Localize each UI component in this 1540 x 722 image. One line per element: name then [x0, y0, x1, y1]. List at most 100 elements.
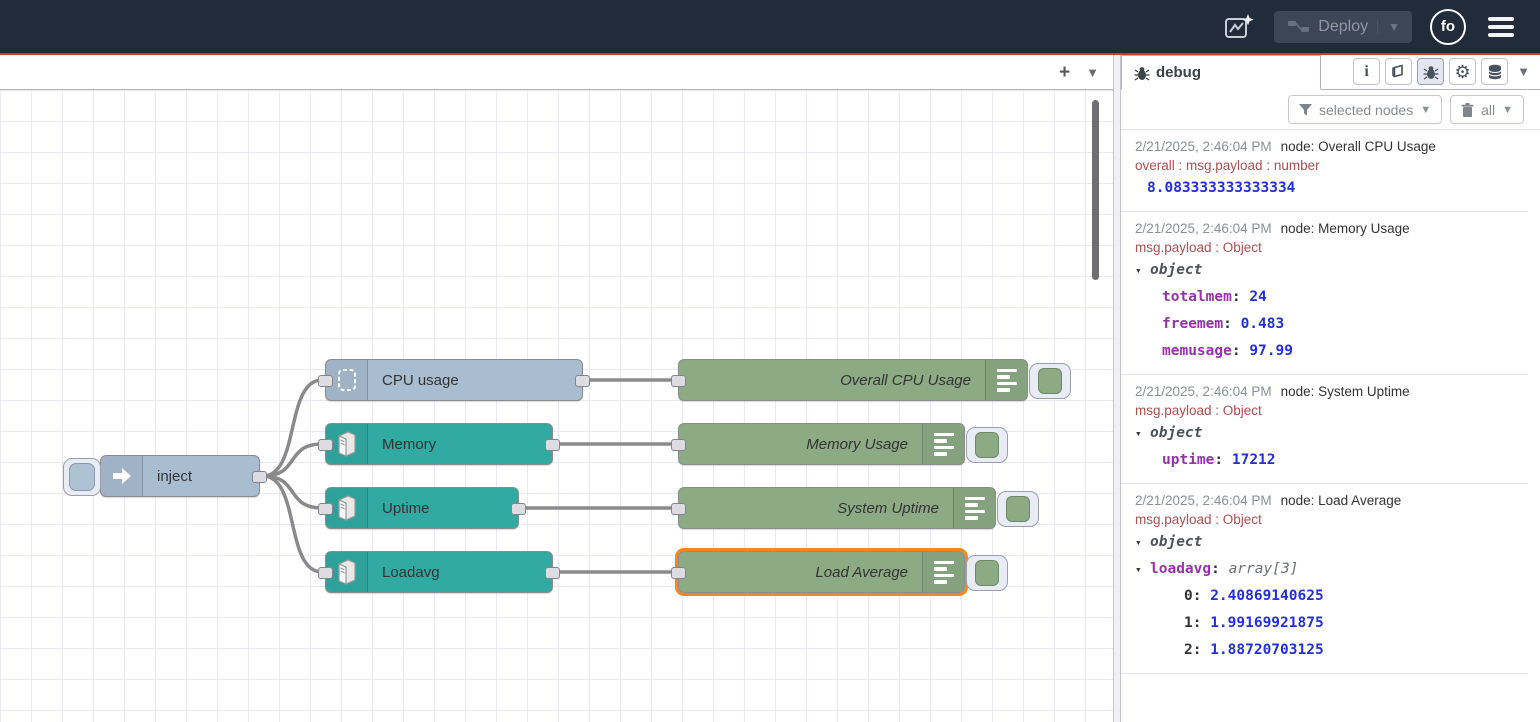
collapse-caret-icon[interactable]: ▾ — [1135, 420, 1150, 447]
debug-key: totalmem — [1162, 289, 1232, 305]
debug-icon-area — [922, 424, 964, 464]
main-menu-button[interactable] — [1484, 13, 1518, 41]
debug-row: ▾object — [1135, 257, 1526, 284]
flow-list-caret-icon[interactable]: ▼ — [1086, 65, 1099, 80]
sidebar-resizer[interactable] — [1113, 55, 1121, 722]
node-label: System Uptime — [679, 500, 995, 517]
inject-trigger-button[interactable] — [63, 458, 101, 496]
flow-canvas[interactable]: inject CPU usage — [0, 90, 1113, 722]
debug-toggle-button[interactable] — [1029, 363, 1071, 399]
debug-toggle-button[interactable] — [997, 491, 1039, 527]
deploy-caret-icon[interactable]: ▼ — [1377, 20, 1400, 34]
deploy-label: Deploy — [1318, 18, 1368, 36]
tab-debug[interactable]: debug — [1121, 55, 1321, 90]
inject-icon-area — [101, 456, 143, 496]
debug-message-list[interactable]: 2/21/2025, 2:46:04 PMnode: Overall CPU U… — [1121, 130, 1540, 722]
node-memory-usage[interactable]: Memory Usage — [678, 423, 965, 465]
canvas-vertical-scrollbar[interactable] — [1092, 100, 1099, 280]
wire[interactable] — [263, 476, 322, 508]
debug-filter-row: selected nodes ▼ all ▼ — [1121, 90, 1540, 130]
sidebar-menu-caret-icon[interactable]: ▼ — [1517, 64, 1530, 79]
debug-output-icon — [997, 369, 1017, 392]
inject-arrow-icon — [111, 466, 133, 486]
deploy-button[interactable]: Deploy ▼ — [1274, 11, 1412, 43]
debug-toggle-button[interactable] — [966, 427, 1008, 463]
debug-key: uptime — [1162, 452, 1214, 468]
deploy-flow-icon — [1288, 19, 1309, 34]
debug-output-icon — [965, 497, 985, 520]
clear-caret-icon: ▼ — [1502, 104, 1513, 116]
input-port[interactable] — [671, 375, 686, 387]
collapse-caret-icon[interactable]: ▾ — [1135, 529, 1150, 556]
collapse-caret-icon[interactable]: ▾ — [1135, 257, 1150, 284]
debug-source-node: node: System Uptime — [1281, 382, 1410, 401]
info-icon: i — [1364, 63, 1368, 81]
gear-icon: ⚙ — [1455, 63, 1471, 81]
add-flow-button[interactable]: + — [1059, 63, 1070, 82]
output-port[interactable] — [545, 439, 560, 451]
debug-row: ▾object — [1135, 420, 1526, 447]
debug-row: ▾loadavg: array[3] — [1135, 556, 1526, 583]
context-tab-button[interactable] — [1481, 58, 1508, 85]
node-system-uptime[interactable]: System Uptime — [678, 487, 996, 529]
user-avatar[interactable]: fo — [1430, 9, 1466, 45]
input-port[interactable] — [318, 503, 333, 515]
collapse-caret-icon[interactable]: ▾ — [1135, 556, 1150, 583]
info-tab-button[interactable]: i — [1353, 58, 1380, 85]
debug-value: 2.40869140625 — [1210, 588, 1324, 604]
sidebar-tabstrip: debug i — [1121, 55, 1540, 90]
debug-icon-area — [953, 488, 995, 528]
debug-output-icon — [934, 433, 954, 456]
debug-key: 0 — [1184, 588, 1193, 604]
input-port[interactable] — [318, 375, 333, 387]
wires-layer[interactable] — [0, 90, 1113, 722]
debug-row: 8.083333333333334 — [1135, 175, 1526, 202]
debug-row: totalmem: 24 — [1135, 284, 1526, 311]
wire[interactable] — [263, 444, 322, 476]
input-port[interactable] — [671, 503, 686, 515]
debug-tab-button[interactable] — [1417, 58, 1444, 85]
filter-nodes-button[interactable]: selected nodes ▼ — [1288, 95, 1442, 124]
output-port[interactable] — [545, 567, 560, 579]
debug-timestamp: 2/21/2025, 2:46:04 PM — [1135, 491, 1272, 510]
node-loadavg[interactable]: Loadavg — [325, 551, 553, 593]
input-port[interactable] — [318, 439, 333, 451]
flow-sparkle-icon — [1224, 13, 1254, 41]
node-load-average[interactable]: Load Average — [678, 551, 965, 593]
output-port[interactable] — [575, 375, 590, 387]
debug-message[interactable]: 2/21/2025, 2:46:04 PM node: System Uptime… — [1121, 375, 1528, 484]
debug-source-node: node: Memory Usage — [1281, 219, 1410, 238]
debug-timestamp: 2/21/2025, 2:46:04 PM — [1135, 382, 1272, 401]
flow-tabstrip: + ▼ — [0, 55, 1113, 90]
clear-messages-button[interactable]: all ▼ — [1450, 95, 1524, 124]
debug-value: 17212 — [1232, 452, 1276, 468]
header-bar: Deploy ▼ fo — [0, 0, 1540, 53]
debug-message[interactable]: 2/21/2025, 2:46:04 PMnode: Load Averagem… — [1121, 484, 1528, 674]
debug-value: 0.483 — [1241, 316, 1285, 332]
input-port[interactable] — [671, 439, 686, 451]
ai-assistant-button[interactable] — [1222, 11, 1256, 43]
debug-row: 1: 1.99169921875 — [1135, 610, 1526, 637]
debug-property-path: msg.payload : Object — [1135, 238, 1526, 257]
node-overall-cpu-usage[interactable]: Overall CPU Usage — [678, 359, 1028, 401]
help-tab-button[interactable] — [1385, 58, 1412, 85]
debug-message[interactable]: 2/21/2025, 2:46:04 PM node: Memory Usagem… — [1121, 212, 1528, 375]
node-inject[interactable]: inject — [100, 455, 260, 497]
output-port[interactable] — [511, 503, 526, 515]
debug-toggle-button[interactable] — [966, 555, 1008, 591]
debug-row: uptime: 17212 — [1135, 447, 1526, 474]
debug-value: 1.88720703125 — [1210, 642, 1324, 658]
debug-row: 2: 1.88720703125 — [1135, 637, 1526, 664]
output-port[interactable] — [252, 471, 267, 483]
input-port[interactable] — [318, 567, 333, 579]
node-cpu-usage[interactable]: CPU usage — [325, 359, 583, 401]
debug-timestamp: 2/21/2025, 2:46:04 PM — [1135, 219, 1272, 238]
node-uptime[interactable]: Uptime — [325, 487, 519, 529]
debug-message[interactable]: 2/21/2025, 2:46:04 PMnode: Overall CPU U… — [1121, 130, 1528, 212]
input-port[interactable] — [671, 567, 686, 579]
debug-source-node: node: Load Average — [1281, 491, 1402, 510]
debug-value: 24 — [1249, 289, 1266, 305]
config-tab-button[interactable]: ⚙ — [1449, 58, 1476, 85]
debug-output-icon — [934, 561, 954, 584]
node-memory[interactable]: Memory — [325, 423, 553, 465]
